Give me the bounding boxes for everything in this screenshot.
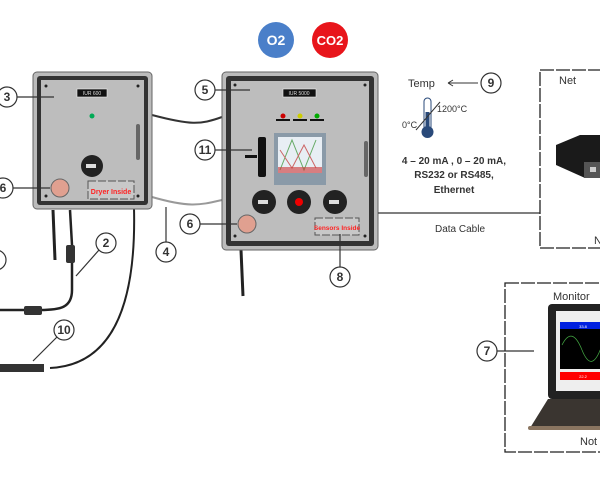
o2-badge: O2: [258, 22, 294, 58]
svg-text:11: 11: [199, 143, 212, 157]
gas-probe-line: [0, 209, 74, 312]
svg-text:7: 7: [484, 344, 491, 358]
temp-min: 0°C: [402, 120, 418, 130]
output-line-2: RS232 or RS485,: [414, 170, 494, 181]
output-line-3: Ethernet: [434, 185, 475, 196]
svg-text:6: 6: [0, 181, 7, 195]
svg-text:O2: O2: [267, 32, 286, 48]
temp-label: Temp: [408, 78, 435, 90]
network-switch-icon: [556, 135, 600, 178]
model-label: IUR 5000: [288, 91, 309, 97]
analyzer-unit: IUR 5000 Sensors Inside: [221, 71, 379, 251]
dryer-unit: IUR 600 Dryer Inside: [32, 71, 153, 210]
cable-top: [151, 114, 223, 124]
cable-gas: [151, 196, 223, 206]
sensors-inside-badge: Sensors Inside: [314, 225, 361, 232]
monitor-footer: Not: [580, 436, 597, 448]
monitor-box: Monitor 33.8 22.2 Not: [504, 282, 600, 453]
temp-max: 1200°C: [437, 104, 468, 114]
pump-icon: [50, 178, 70, 198]
svg-text:10: 10: [57, 323, 71, 337]
svg-text:4: 4: [163, 245, 170, 259]
svg-text:2: 2: [103, 236, 110, 250]
svg-text:22.2: 22.2: [579, 374, 588, 379]
output-line-1: 4 – 20 mA , 0 – 20 mA,: [402, 156, 506, 167]
data-cable-label: Data Cable: [435, 224, 485, 235]
svg-text:3: 3: [4, 90, 11, 104]
network-footer: N: [594, 235, 600, 247]
svg-text:9: 9: [488, 76, 495, 90]
co2-badge: CO2: [312, 22, 348, 58]
svg-text:CO2: CO2: [317, 33, 344, 48]
network-box: Net N: [539, 69, 600, 249]
power-cable: [239, 249, 245, 297]
svg-text:33.8: 33.8: [579, 324, 588, 329]
network-title: Net: [559, 75, 576, 87]
flowmeter: [258, 137, 266, 177]
temp-probe-line: [49, 207, 136, 369]
monitor-title: Monitor: [553, 291, 590, 303]
dryer-inside-badge: Dryer Inside: [91, 189, 132, 196]
pump-icon: [237, 214, 257, 234]
cable-left-1: [51, 209, 57, 261]
callouts: [0, 72, 534, 362]
svg-text:8: 8: [337, 270, 344, 284]
model-label: IUR 600: [83, 91, 102, 97]
thermometer-icon: [415, 97, 441, 138]
svg-text:6: 6: [187, 217, 194, 231]
laptop-icon: 33.8 22.2: [528, 304, 600, 430]
temp-probe: [0, 364, 44, 372]
svg-text:5: 5: [202, 83, 209, 97]
